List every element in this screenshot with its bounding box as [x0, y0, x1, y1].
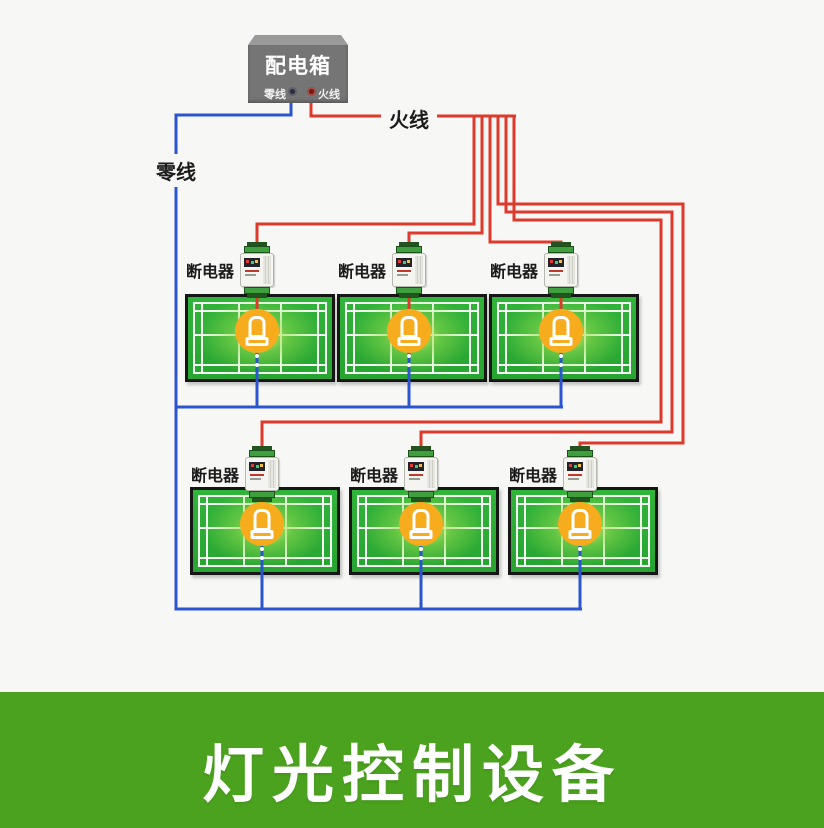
circuit-breaker	[563, 446, 597, 502]
breaker-display	[567, 462, 583, 471]
live-feed-breaker-6	[496, 115, 685, 450]
light-bulb-icon	[399, 502, 443, 560]
breaker-label: 断电器	[349, 468, 398, 485]
live-feed-breaker-1	[255, 115, 476, 246]
distribution-box-title: 配电箱	[265, 55, 331, 78]
live-feed-breaker-2	[407, 115, 484, 246]
neutral-terminal-dot	[288, 87, 297, 96]
live-terminal-dot	[307, 87, 316, 96]
live-feed-breaker-5	[419, 115, 674, 450]
neutral-wire-trunk	[174, 101, 582, 611]
breaker-label: 断电器	[489, 264, 538, 281]
breaker-display	[408, 462, 424, 471]
distribution-box: 配电箱 零线 火线	[248, 35, 348, 103]
circuit-breaker	[240, 242, 274, 298]
live-feed-breaker-3	[488, 115, 563, 246]
circuit-breaker	[392, 242, 426, 298]
live-terminal-label: 火线	[318, 89, 340, 101]
banner-title: 灯光控制设备	[201, 741, 622, 810]
breaker-label: 断电器	[190, 468, 239, 485]
breaker-label: 断电器	[337, 264, 386, 281]
breaker-display	[396, 258, 412, 267]
live-feed-breaker-4	[260, 115, 663, 450]
banner: 灯光控制设备	[0, 692, 824, 828]
light-bulb-icon	[558, 502, 602, 560]
neutral-wire-label: 零线	[146, 154, 206, 187]
circuit-breaker	[404, 446, 438, 502]
breaker-display	[249, 462, 265, 471]
light-bulb-icon	[387, 309, 431, 367]
breaker-label: 断电器	[185, 264, 234, 281]
circuit-breaker	[544, 242, 578, 298]
neutral-terminal-label: 零线	[264, 89, 286, 101]
circuit-breaker	[245, 446, 279, 502]
light-bulb-icon	[240, 502, 284, 560]
live-wire-main	[309, 101, 383, 118]
breaker-display	[244, 258, 260, 267]
light-bulb-icon	[539, 309, 583, 367]
breaker-display	[548, 258, 564, 267]
live-wire-label: 火线	[381, 102, 437, 135]
light-bulb-icon	[235, 309, 279, 367]
breaker-label: 断电器	[508, 468, 557, 485]
distribution-box-top-face	[248, 35, 348, 45]
distribution-box-front	[248, 45, 348, 103]
